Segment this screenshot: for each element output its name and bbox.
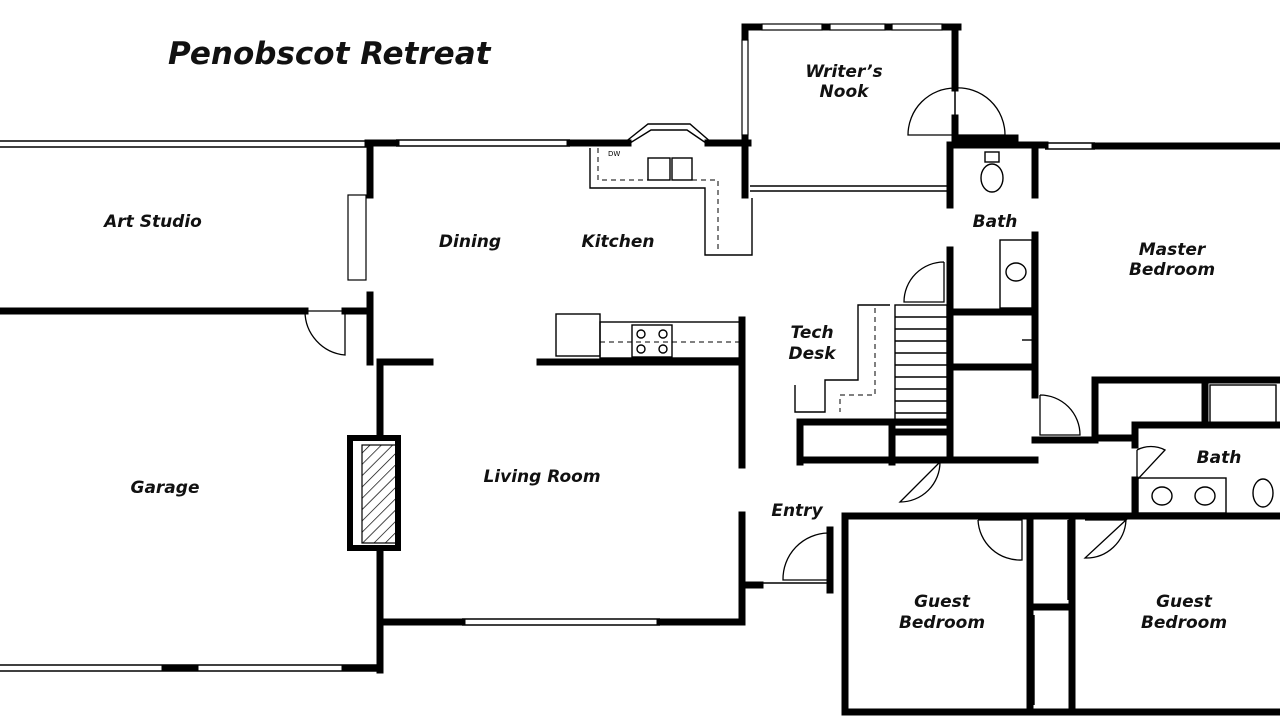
toilet-lower [1252, 478, 1274, 508]
sink-left [647, 157, 671, 181]
guest-1-door-swing [977, 519, 1023, 561]
label-guest-bedroom-1-line2: Bedroom [899, 613, 985, 633]
label-tech-desk-line2: Desk [788, 344, 837, 364]
island-range-counter [599, 321, 741, 359]
label-entry: Entry [771, 501, 823, 521]
fireplace-hearth [361, 444, 397, 544]
toilet-upper [980, 163, 1004, 193]
label-dining: Dining [439, 232, 501, 252]
toilet-tank-upper [984, 151, 1000, 163]
sink-lower-left [1151, 486, 1173, 506]
bathtub [1209, 384, 1277, 424]
label-guest-bedroom-2-line1: Guest [1156, 592, 1213, 612]
doors [304, 87, 1167, 581]
label-bath-upper: Bath [973, 212, 1018, 232]
sink-upper [1005, 262, 1027, 282]
entry-door-swing [782, 532, 829, 581]
label-writers-nook-line2: Nook [820, 82, 871, 102]
dishwasher-label: DW [608, 150, 620, 158]
label-writers-nook-line1: Writer’s [805, 62, 882, 82]
kitchen-counter [589, 148, 753, 256]
kitchen-bay-window [623, 123, 713, 144]
hall-door-swing [898, 461, 942, 503]
vanity-lower [1137, 477, 1227, 514]
cooktop [631, 324, 673, 358]
nook-door-swing-right [954, 87, 1006, 136]
label-guest-bedroom-2-line2: Bedroom [1141, 613, 1227, 633]
bath-lower-door-swing [1136, 445, 1167, 482]
room-labels: Art Studio Dining Kitchen Writer’s Nook … [102, 62, 1241, 633]
label-art-studio: Art Studio [102, 212, 202, 232]
island-counter [555, 313, 601, 357]
vanity-upper [999, 239, 1033, 309]
fixtures: DW [347, 148, 1277, 705]
label-tech-desk-line1: Tech [790, 323, 833, 343]
sink-right [671, 157, 693, 181]
walls [0, 23, 1280, 716]
label-master-bedroom-line1: Master [1139, 240, 1207, 260]
garage-door-swing [304, 310, 346, 356]
plan-title: Penobscot Retreat [168, 36, 492, 72]
sink-lower-right [1194, 486, 1216, 506]
stair-door-swing [903, 261, 945, 303]
label-guest-bedroom-1-line1: Guest [914, 592, 971, 612]
label-living-room: Living Room [483, 467, 600, 487]
tech-desk [794, 304, 890, 413]
nook-door-swing-left [907, 87, 956, 136]
label-master-bedroom-line2: Bedroom [1129, 260, 1215, 280]
label-kitchen: Kitchen [582, 232, 655, 252]
label-bath-lower: Bath [1197, 448, 1242, 468]
label-garage: Garage [131, 478, 200, 498]
guest-2-door-swing [1083, 519, 1128, 559]
art-studio-cabinet [347, 194, 367, 281]
closet-door-swing [1039, 394, 1081, 436]
